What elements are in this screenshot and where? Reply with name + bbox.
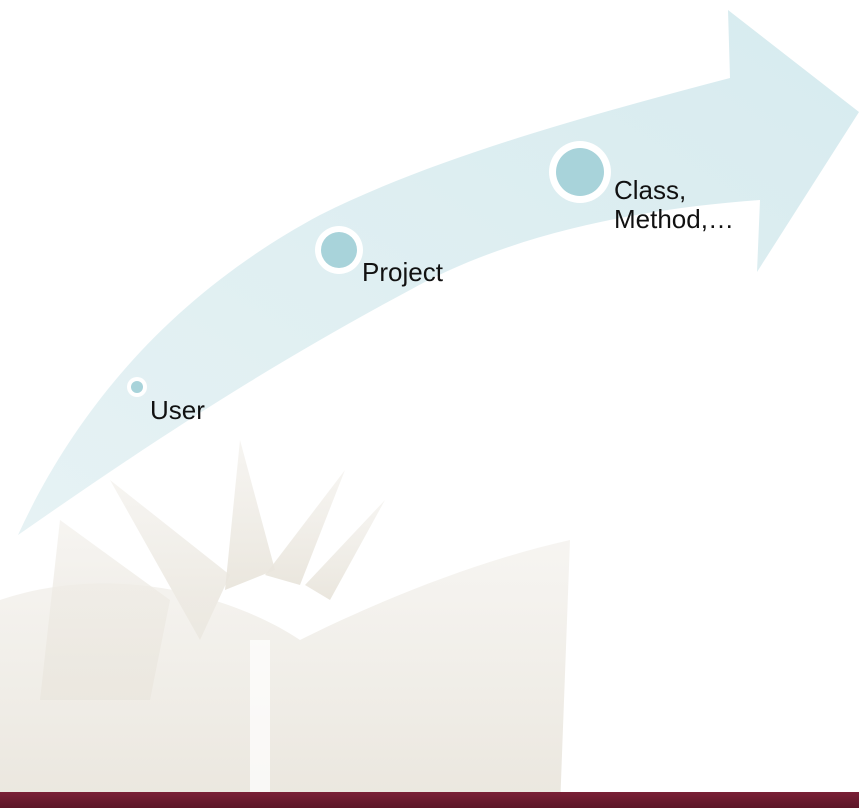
- node-label-user: User: [150, 395, 205, 425]
- node-label-project: Project: [362, 257, 443, 287]
- sunburst-ray: [305, 500, 385, 600]
- node-marker-user: [127, 377, 147, 397]
- open-book-shape: [0, 540, 570, 808]
- book-spine: [250, 640, 270, 808]
- node-label-class-method: Class, Method,…: [614, 175, 734, 234]
- node-marker-project: [315, 226, 363, 274]
- sunburst-ray: [225, 440, 275, 590]
- node-marker-class: [549, 141, 611, 203]
- sunburst-ray: [265, 470, 345, 585]
- footer-bar: [0, 792, 859, 808]
- background-watermark: [0, 440, 570, 808]
- progress-arrow: [18, 10, 859, 535]
